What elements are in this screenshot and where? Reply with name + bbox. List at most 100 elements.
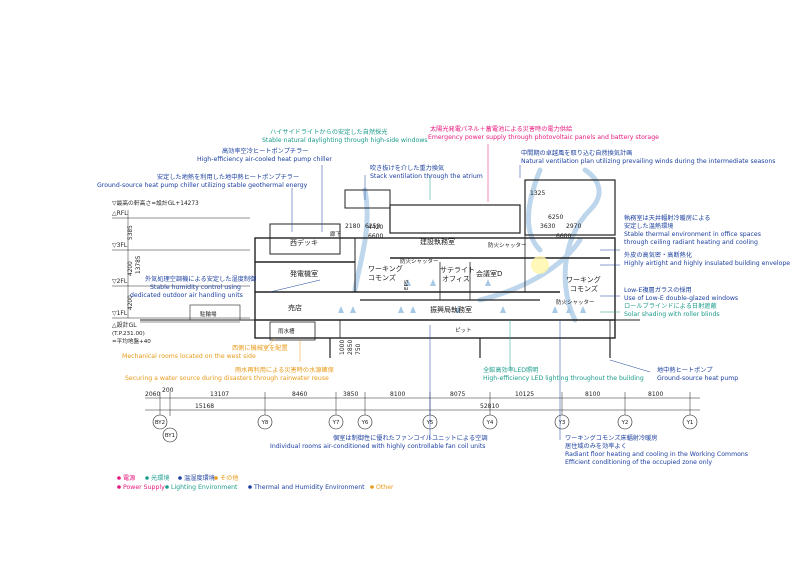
- max-eave-label: ▽最高の軒高さ=設計GL+14273: [112, 199, 199, 207]
- dim-p2: 2850: [347, 340, 354, 355]
- ann-floor-jp2: 居住域のみを効率よく: [565, 442, 627, 450]
- label-fire-shutter-2: 防火シャッター: [556, 298, 595, 306]
- grid-label-y7: Y7: [332, 420, 340, 426]
- dim-b9: 8100: [585, 391, 600, 398]
- dim-r2: 2180: [345, 223, 360, 230]
- east-tall-block: [524, 179, 616, 236]
- ann-natvent-jp: 中間期の卓越風を取り込む自然換気計画: [521, 149, 632, 157]
- legend-dot-power: [117, 476, 121, 480]
- airflow-east-path: [562, 167, 602, 323]
- grid-label-y3: Y3: [558, 420, 566, 426]
- ann-led-en: High-efficiency LED lighting throughout …: [483, 375, 644, 382]
- legend-dot-other: [214, 476, 218, 480]
- dim-r3: 4420: [368, 224, 383, 231]
- pit-zone: [339, 319, 611, 339]
- grid-label-y8: Y8: [261, 420, 269, 426]
- grid-marker-by2: [152, 414, 168, 430]
- ann-fancoil-jp: 個室は制御性に優れたファンコイルユニットによる空調: [333, 434, 488, 442]
- airflow-east-top-path: [525, 167, 543, 253]
- room-west-deck: 西デッキ: [290, 238, 318, 247]
- ann-radiant-en1: Stable thermal environment in office spa…: [624, 231, 761, 238]
- grid-marker-y7: [328, 414, 344, 430]
- dim-b6: 8100: [390, 391, 405, 398]
- avg-ground-label: =平均地盤+40: [112, 337, 151, 345]
- legend-other-jp: その他: [220, 474, 239, 482]
- grid-marker-y8: [257, 414, 273, 430]
- dim-v4: 4200: [128, 295, 134, 310]
- tp-label: (T.P.231.00): [112, 331, 145, 337]
- dim-r1: 6250: [365, 223, 380, 230]
- legend-dot-lighting-en: [165, 485, 169, 489]
- legend-dot-lighting: [145, 476, 149, 480]
- legend-dot-other-en: [370, 485, 374, 489]
- ann-rollblind-en: Solar shading with roller blinds: [624, 311, 720, 318]
- grid-label-y1: Y1: [686, 420, 694, 426]
- room-construction-office: 建設執務室: [420, 237, 455, 246]
- fl2-label: ▽2FL: [112, 278, 128, 285]
- legend-lighting-en: Lighting Environment: [171, 484, 238, 491]
- room-working-commons-left: ワーキング: [368, 264, 403, 273]
- ann-humidity-en1: Stable humidity control using: [150, 284, 241, 291]
- legend-lighting-jp: 光環境: [151, 474, 170, 482]
- ann-highside-jp: ハイサイドライトからの安定した自然採光: [270, 128, 387, 136]
- ann-stack-en: Stack ventilation through the atrium: [370, 173, 483, 180]
- grid-marker-y2: [617, 414, 633, 430]
- room-generator: 発電機室: [290, 269, 318, 278]
- grid-marker-y3: [554, 414, 570, 430]
- grid-marker-y4: [482, 414, 498, 430]
- dim-b3: 13107: [210, 391, 229, 398]
- legend-thermal-jp: 温湿度環境: [184, 474, 215, 482]
- grid-marker-y1: [682, 414, 698, 430]
- ann-radiant-en2: through ceiling radiant heating and cool…: [624, 239, 758, 246]
- legend-other-en: Other: [376, 484, 394, 491]
- ann-solar-en: Emergency power supply through photovolt…: [428, 134, 659, 141]
- fl3-label: ▽3FL: [112, 242, 128, 249]
- legend-dot-thermal: [178, 476, 182, 480]
- ann-radiant-jp1: 執務室は天井輻射冷暖房による: [624, 214, 710, 222]
- dim-r7: 2970: [566, 223, 581, 230]
- dim-v1: 5385: [128, 225, 134, 240]
- label-fire-shutter-1: 防火シャッター: [488, 241, 527, 249]
- legend-dot-thermal-en: [248, 485, 252, 489]
- ann-mech-jp: 西側に機械室を配置: [232, 344, 288, 352]
- west-deck-block: [269, 223, 341, 255]
- dim-v2: 13785: [136, 255, 142, 274]
- airflow-atrium-path: [352, 187, 370, 293]
- rfl-label: △RFL: [112, 210, 128, 217]
- ann-floor-jp1: ワーキングコモンズ床輻射冷暖房: [565, 434, 658, 442]
- ann-geothermal-en: Ground-source heat pump chiller utilizin…: [97, 182, 308, 189]
- rain-tank-box: [269, 321, 316, 341]
- ann-radiant-jp2: 安定した温熱環境: [624, 222, 674, 230]
- roof-light: [344, 189, 391, 209]
- label-eps: EPS: [404, 279, 410, 290]
- dim-r9: 1325: [530, 190, 545, 197]
- room-promotion-office: 振興局執務室: [430, 305, 472, 314]
- legend-power-en: Power Supply: [123, 484, 165, 491]
- ann-groundpump-en: Ground-source heat pump: [657, 375, 738, 382]
- grid-label-by1: BY1: [165, 433, 175, 439]
- ann-highside-en: Stable natural daylighting through high-…: [262, 137, 428, 144]
- legend: 電源 光環境 温湿度環境 その他 Power Supply Lighting E…: [117, 474, 394, 491]
- dim-b2: 200: [162, 387, 174, 394]
- room-rain-tank: 雨水槽: [278, 327, 295, 335]
- building-outline: [254, 237, 616, 339]
- ann-aircooled-en: High-efficiency air-cooled heat pump chi…: [197, 156, 332, 163]
- ann-lowe-en: Use of Low-E double-glazed windows: [624, 295, 738, 302]
- grid-markers: [152, 414, 698, 443]
- fl1-label: ▽1FL: [112, 310, 128, 317]
- ann-solar-jp: 太陽光発電パネル＋蓄電池による災害時の電力供給: [430, 125, 573, 133]
- dim-b1: 2060: [145, 391, 160, 398]
- grid-marker-y6: [357, 414, 373, 430]
- ann-groundpump-jp: 地中熱ヒートポンプ: [657, 366, 713, 374]
- dim-b4: 8460: [292, 391, 307, 398]
- room-corridor: 廊下: [330, 230, 342, 238]
- ann-aircooled-jp: 高効率空冷ヒートポンプチラー: [222, 147, 308, 155]
- gl-label: △設計GL: [112, 321, 137, 329]
- room-working-commons-right-2: コモンズ: [570, 284, 598, 293]
- dim-r8: 6600: [556, 233, 571, 240]
- building-section: [189, 179, 616, 358]
- room-meeting-d: 会議室D: [476, 269, 502, 278]
- ann-rainwater-en: Securing a water source during disasters…: [125, 375, 329, 382]
- dim-r6: 3630: [540, 223, 555, 230]
